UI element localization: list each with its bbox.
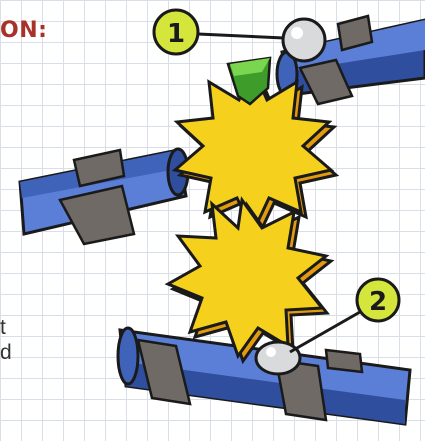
gear-lower bbox=[168, 200, 331, 361]
track-bottom bbox=[118, 328, 410, 424]
callout-number-2: 2 bbox=[369, 287, 387, 317]
track-left bbox=[20, 149, 188, 244]
track-clip bbox=[60, 150, 134, 244]
marble-1 bbox=[283, 19, 325, 61]
callout-1: 1 bbox=[154, 10, 284, 54]
marble-2 bbox=[256, 342, 300, 374]
callout-number-1: 1 bbox=[167, 19, 185, 49]
